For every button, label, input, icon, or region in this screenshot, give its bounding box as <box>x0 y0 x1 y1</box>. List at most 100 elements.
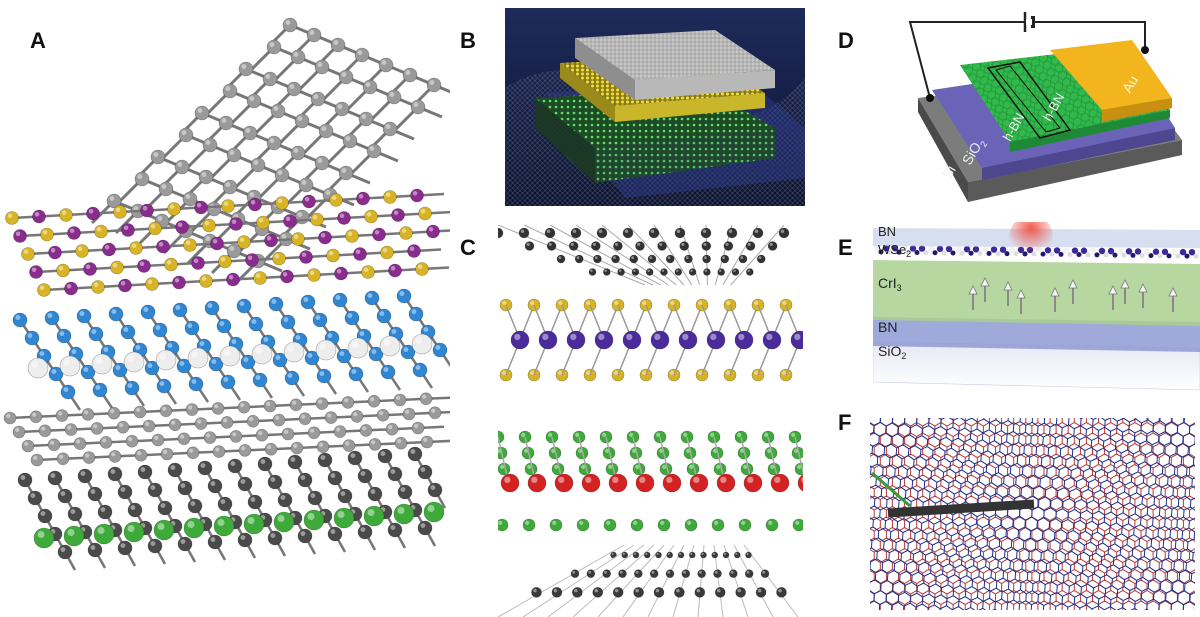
panel-a-carbon-atom <box>298 177 314 193</box>
panel-a-layer2-atom <box>40 227 54 242</box>
panel-a-blue-atom <box>216 318 232 334</box>
panel-a-white-atom <box>411 333 433 355</box>
panel-a-dark-atom <box>417 464 433 480</box>
panel-a-carbon-atom <box>318 123 334 139</box>
panel-a-layer2-atom <box>291 232 305 246</box>
panel-a-dark-atom <box>87 542 103 558</box>
panel-a-flat-carbon-atom <box>142 419 156 433</box>
panel-c-dark-atom <box>697 569 706 578</box>
panel-a-blue-atom <box>48 366 64 382</box>
panel-b-grey-layer-top <box>575 30 775 80</box>
panel-a-dark-atom <box>237 532 253 548</box>
panel-c-purple-atom <box>650 330 670 350</box>
panel-a-blue-atom <box>284 370 300 386</box>
panel-a-green-atom <box>93 523 115 545</box>
panel-c-dark-atom <box>556 254 566 264</box>
panel-e-wse2-atom <box>1188 249 1196 256</box>
panel-a-blue-atom <box>56 328 72 344</box>
panel-a-green-atom <box>423 501 445 523</box>
panel-a-flat-carbon-atom <box>47 438 61 452</box>
panel-a-green-atom <box>393 503 415 525</box>
panel-a-white-atom <box>155 349 177 371</box>
panel-a-blue-atom <box>76 308 92 324</box>
panel-a-carbon-atom <box>150 149 166 165</box>
panel-a-green-atom <box>303 509 325 531</box>
panel-a-layer2-atom <box>256 215 270 230</box>
panel-a-carbon-atom <box>366 143 382 159</box>
panel-a-carbon-atom <box>314 155 330 171</box>
panel-a-blue-atom <box>300 294 316 310</box>
panel-a-layer2-atom <box>145 277 159 291</box>
panel-a-dark-atom <box>387 522 403 538</box>
panel-a-dark-atom <box>327 526 343 542</box>
panel-a-layer2-atom <box>283 214 297 228</box>
panel-a-layer2-atom <box>226 272 240 287</box>
panel-a-dark-atom <box>177 536 193 552</box>
panel-a-dark-atom <box>197 460 213 476</box>
panel-a-flat-carbon-atom <box>203 431 217 444</box>
panel-e-wse2-atom <box>1098 247 1106 255</box>
panel-a-carbon-atom <box>226 147 242 163</box>
panel-a-dark-atom <box>277 492 293 508</box>
panel-c-red-atom <box>554 473 574 493</box>
panel-a-dark-atom <box>47 470 63 486</box>
panel-c-dark-atom <box>674 268 683 276</box>
panel-a-carbon-atom <box>358 111 374 127</box>
panel-a-heterostructure-illustration <box>3 17 450 571</box>
panel-a-blue-atom <box>312 312 328 328</box>
panel-e-wse2-atom <box>873 244 881 252</box>
panel-a-flat-carbon-atom <box>341 396 355 409</box>
panel-a-carbon-atom <box>218 115 234 131</box>
panel-c-dark-atom <box>729 569 738 578</box>
panel-a-blue-atom <box>24 330 40 346</box>
panel-a-flat-carbon-atom <box>333 425 347 438</box>
panel-a-carbon-atom <box>266 39 282 55</box>
panel-c-dark-atom <box>591 241 601 251</box>
panel-a-flat-carbon-atom <box>428 406 442 420</box>
panel-label-b: B <box>460 28 476 53</box>
panel-a-flat-carbon-atom <box>307 426 321 440</box>
panel-a-layer2-atom <box>345 229 359 243</box>
panel-a-layer2-atom <box>29 265 43 279</box>
panel-c-dark-atom <box>518 227 530 239</box>
panel-e-label-bn-bottom: BN <box>878 319 897 335</box>
panel-a-dark-atom <box>67 506 83 522</box>
panel-a-dark-green-layer <box>17 446 447 571</box>
panel-c-green-atom <box>657 518 671 532</box>
panel-a-layer2-atom <box>280 269 294 284</box>
panel-a-layer2-atom <box>253 271 267 285</box>
panel-a-flat-carbon-atom <box>108 450 122 463</box>
panel-a-flat-carbon-atom <box>324 411 338 424</box>
panel-c-purple-atom <box>594 330 614 350</box>
panel-d-au-electrode-top <box>1050 40 1172 110</box>
panel-a-carbon-atom <box>198 169 214 185</box>
panel-d-graphene-flake <box>986 61 1072 139</box>
panel-a-flat-carbon-atom <box>315 397 329 410</box>
panel-a-blue-atom <box>156 378 172 394</box>
panel-c-dark-atom <box>649 569 659 578</box>
panel-a-layer2-atom <box>59 208 73 222</box>
panel-a-blue-atom <box>304 350 320 366</box>
panel-a-flat-carbon-atom <box>99 436 113 449</box>
panel-c-bottom-dark-layer <box>498 544 799 617</box>
panel-a-layer2-atom <box>372 227 386 242</box>
panel-c-dark-atom <box>622 227 634 239</box>
panel-c-dark-atom <box>745 551 752 559</box>
panel-e-wse2-atom <box>936 245 944 253</box>
panel-c-dark-atom <box>572 587 583 598</box>
panel-a-layer2-atom <box>191 256 205 270</box>
panel-a-dark-atom <box>157 500 173 516</box>
panel-a-layer2-atom <box>380 245 394 260</box>
panel-a-dark-atom <box>357 468 373 484</box>
panel-c-dark-atom <box>733 551 741 559</box>
panel-a-flat-carbon-atom <box>55 409 69 422</box>
panel-a-dark-atom <box>357 524 373 540</box>
panel-a-dark-atom <box>187 498 203 514</box>
panel-c-dark-atom <box>570 227 582 239</box>
panel-c-dark-atom <box>631 268 640 276</box>
panel-a-dark-atom <box>427 482 443 498</box>
panel-a-blue-atom <box>412 362 428 378</box>
panel-a-flat-carbon-atom <box>134 448 148 462</box>
panel-a-flat-carbon-atom <box>194 417 208 430</box>
panel-a-flat-carbon-atom <box>290 441 304 455</box>
